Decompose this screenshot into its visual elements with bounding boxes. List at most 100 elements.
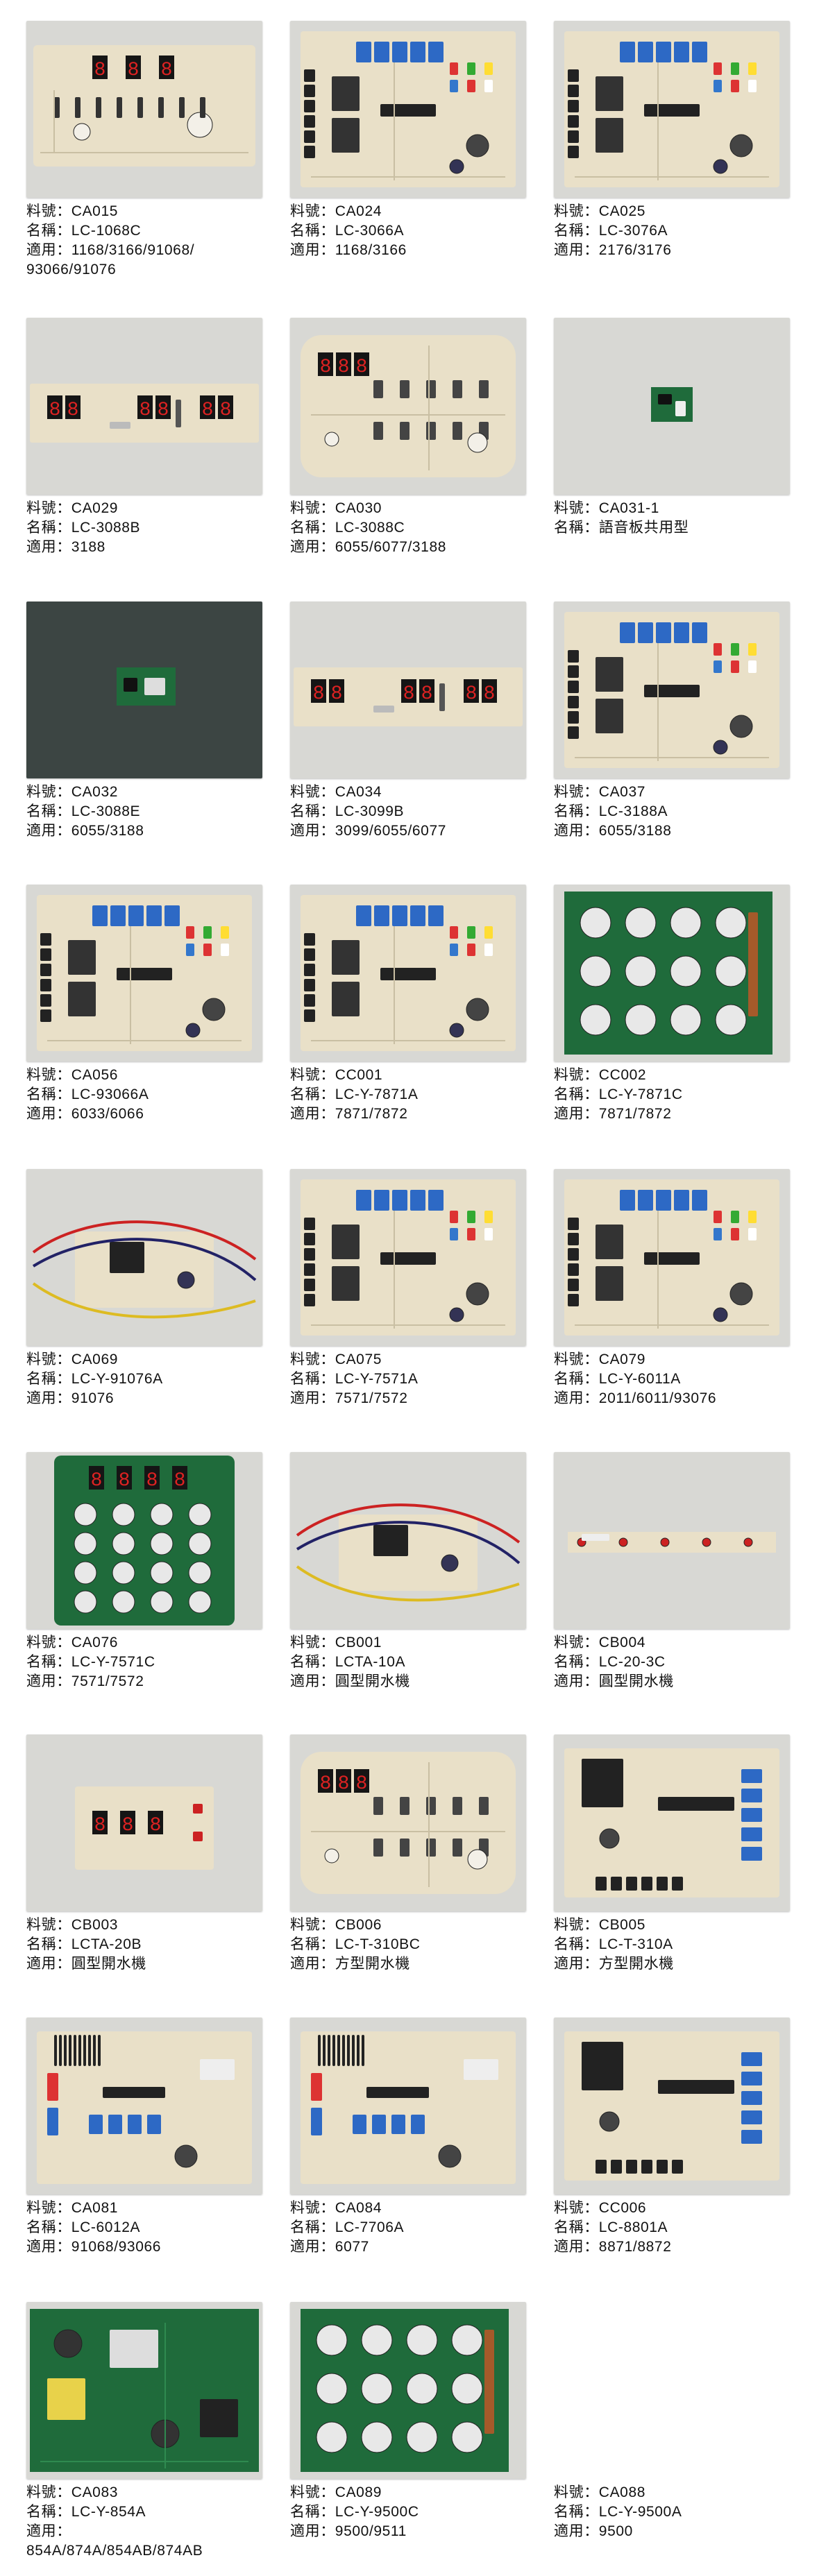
product-photo[interactable] (290, 2302, 526, 2479)
part-number: 料號：CB006 (290, 1917, 382, 1933)
product-photo[interactable] (290, 21, 526, 198)
product-photo[interactable] (290, 2018, 526, 2194)
product-name: 名稱：LC-3188A (554, 803, 668, 819)
product-photo[interactable] (26, 602, 262, 778)
product-photo[interactable] (554, 1452, 790, 1629)
part-number: 料號：CA089 (290, 2484, 382, 2500)
product-card[interactable]: 料號：CA024 名稱：LC-3066A 適用：1168/3166 (290, 21, 530, 260)
part-number: 料號：CB003 (26, 1917, 119, 1933)
part-number: 料號：CA030 (290, 500, 382, 516)
product-photo[interactable] (290, 885, 526, 1061)
applicable-models: 適用：6033/6066 (26, 1106, 144, 1122)
part-number: 料號：CA029 (26, 500, 119, 516)
svg-text:8: 8 (202, 400, 214, 421)
product-photo[interactable] (26, 1169, 262, 1346)
applicable-models: 適用：方型開水機 (290, 1956, 410, 1972)
product-photo[interactable] (554, 1169, 790, 1346)
product-photo[interactable] (554, 21, 790, 198)
product-name: 名稱：LC-7706A (290, 2219, 405, 2235)
applicable-models: 適用：圓型開水機 (26, 1956, 146, 1972)
applicable-models: 適用：6055/3188 (554, 823, 672, 839)
svg-text:8: 8 (320, 1773, 332, 1795)
product-name: 名稱：LCTA-20B (26, 1936, 142, 1952)
product-photo[interactable] (554, 885, 790, 1061)
applicable-models: 適用：8871/8872 (554, 2239, 672, 2255)
product-info: 料號：CB003 名稱：LCTA-20B 適用：圓型開水機 (26, 1916, 266, 1974)
product-photo[interactable] (554, 318, 790, 495)
product-name: 名稱：LC-3088E (26, 803, 141, 819)
product-name: 名稱：LC-20-3C (554, 1654, 666, 1670)
product-photo[interactable] (26, 2302, 262, 2479)
svg-text:8: 8 (94, 1815, 106, 1836)
part-number: 料號：CC001 (290, 1067, 383, 1083)
product-name: 名稱：LC-Y-7571A (290, 1371, 419, 1387)
product-name: 名稱：LC-Y-854A (26, 2504, 146, 2520)
applicable-models: 適用：6077 (290, 2239, 369, 2255)
product-photo[interactable] (554, 1734, 790, 1911)
product-photo[interactable] (554, 2018, 790, 2194)
product-photo[interactable] (26, 2018, 262, 2194)
product-photo[interactable] (26, 885, 262, 1061)
part-number: 料號：CA081 (26, 2200, 119, 2216)
svg-text:8: 8 (122, 1815, 134, 1836)
part-number: 料號：CB004 (554, 1635, 646, 1650)
svg-text:8: 8 (356, 357, 368, 378)
product-photo[interactable] (290, 1169, 526, 1346)
product-photo[interactable] (554, 602, 790, 778)
svg-text:8: 8 (331, 683, 343, 705)
part-number: 料號：CA069 (26, 1351, 119, 1367)
part-number: 料號：CA024 (290, 203, 382, 219)
part-number: 料號：CA015 (26, 203, 119, 219)
svg-text:8: 8 (356, 1773, 368, 1795)
product-name: 名稱：LC-3066A (290, 223, 405, 239)
product-photo[interactable] (290, 1452, 526, 1629)
applicable-models-cont: 854A/874A/854AB/874AB (26, 2543, 203, 2559)
applicable-models: 適用：1168/3166 (290, 242, 407, 258)
